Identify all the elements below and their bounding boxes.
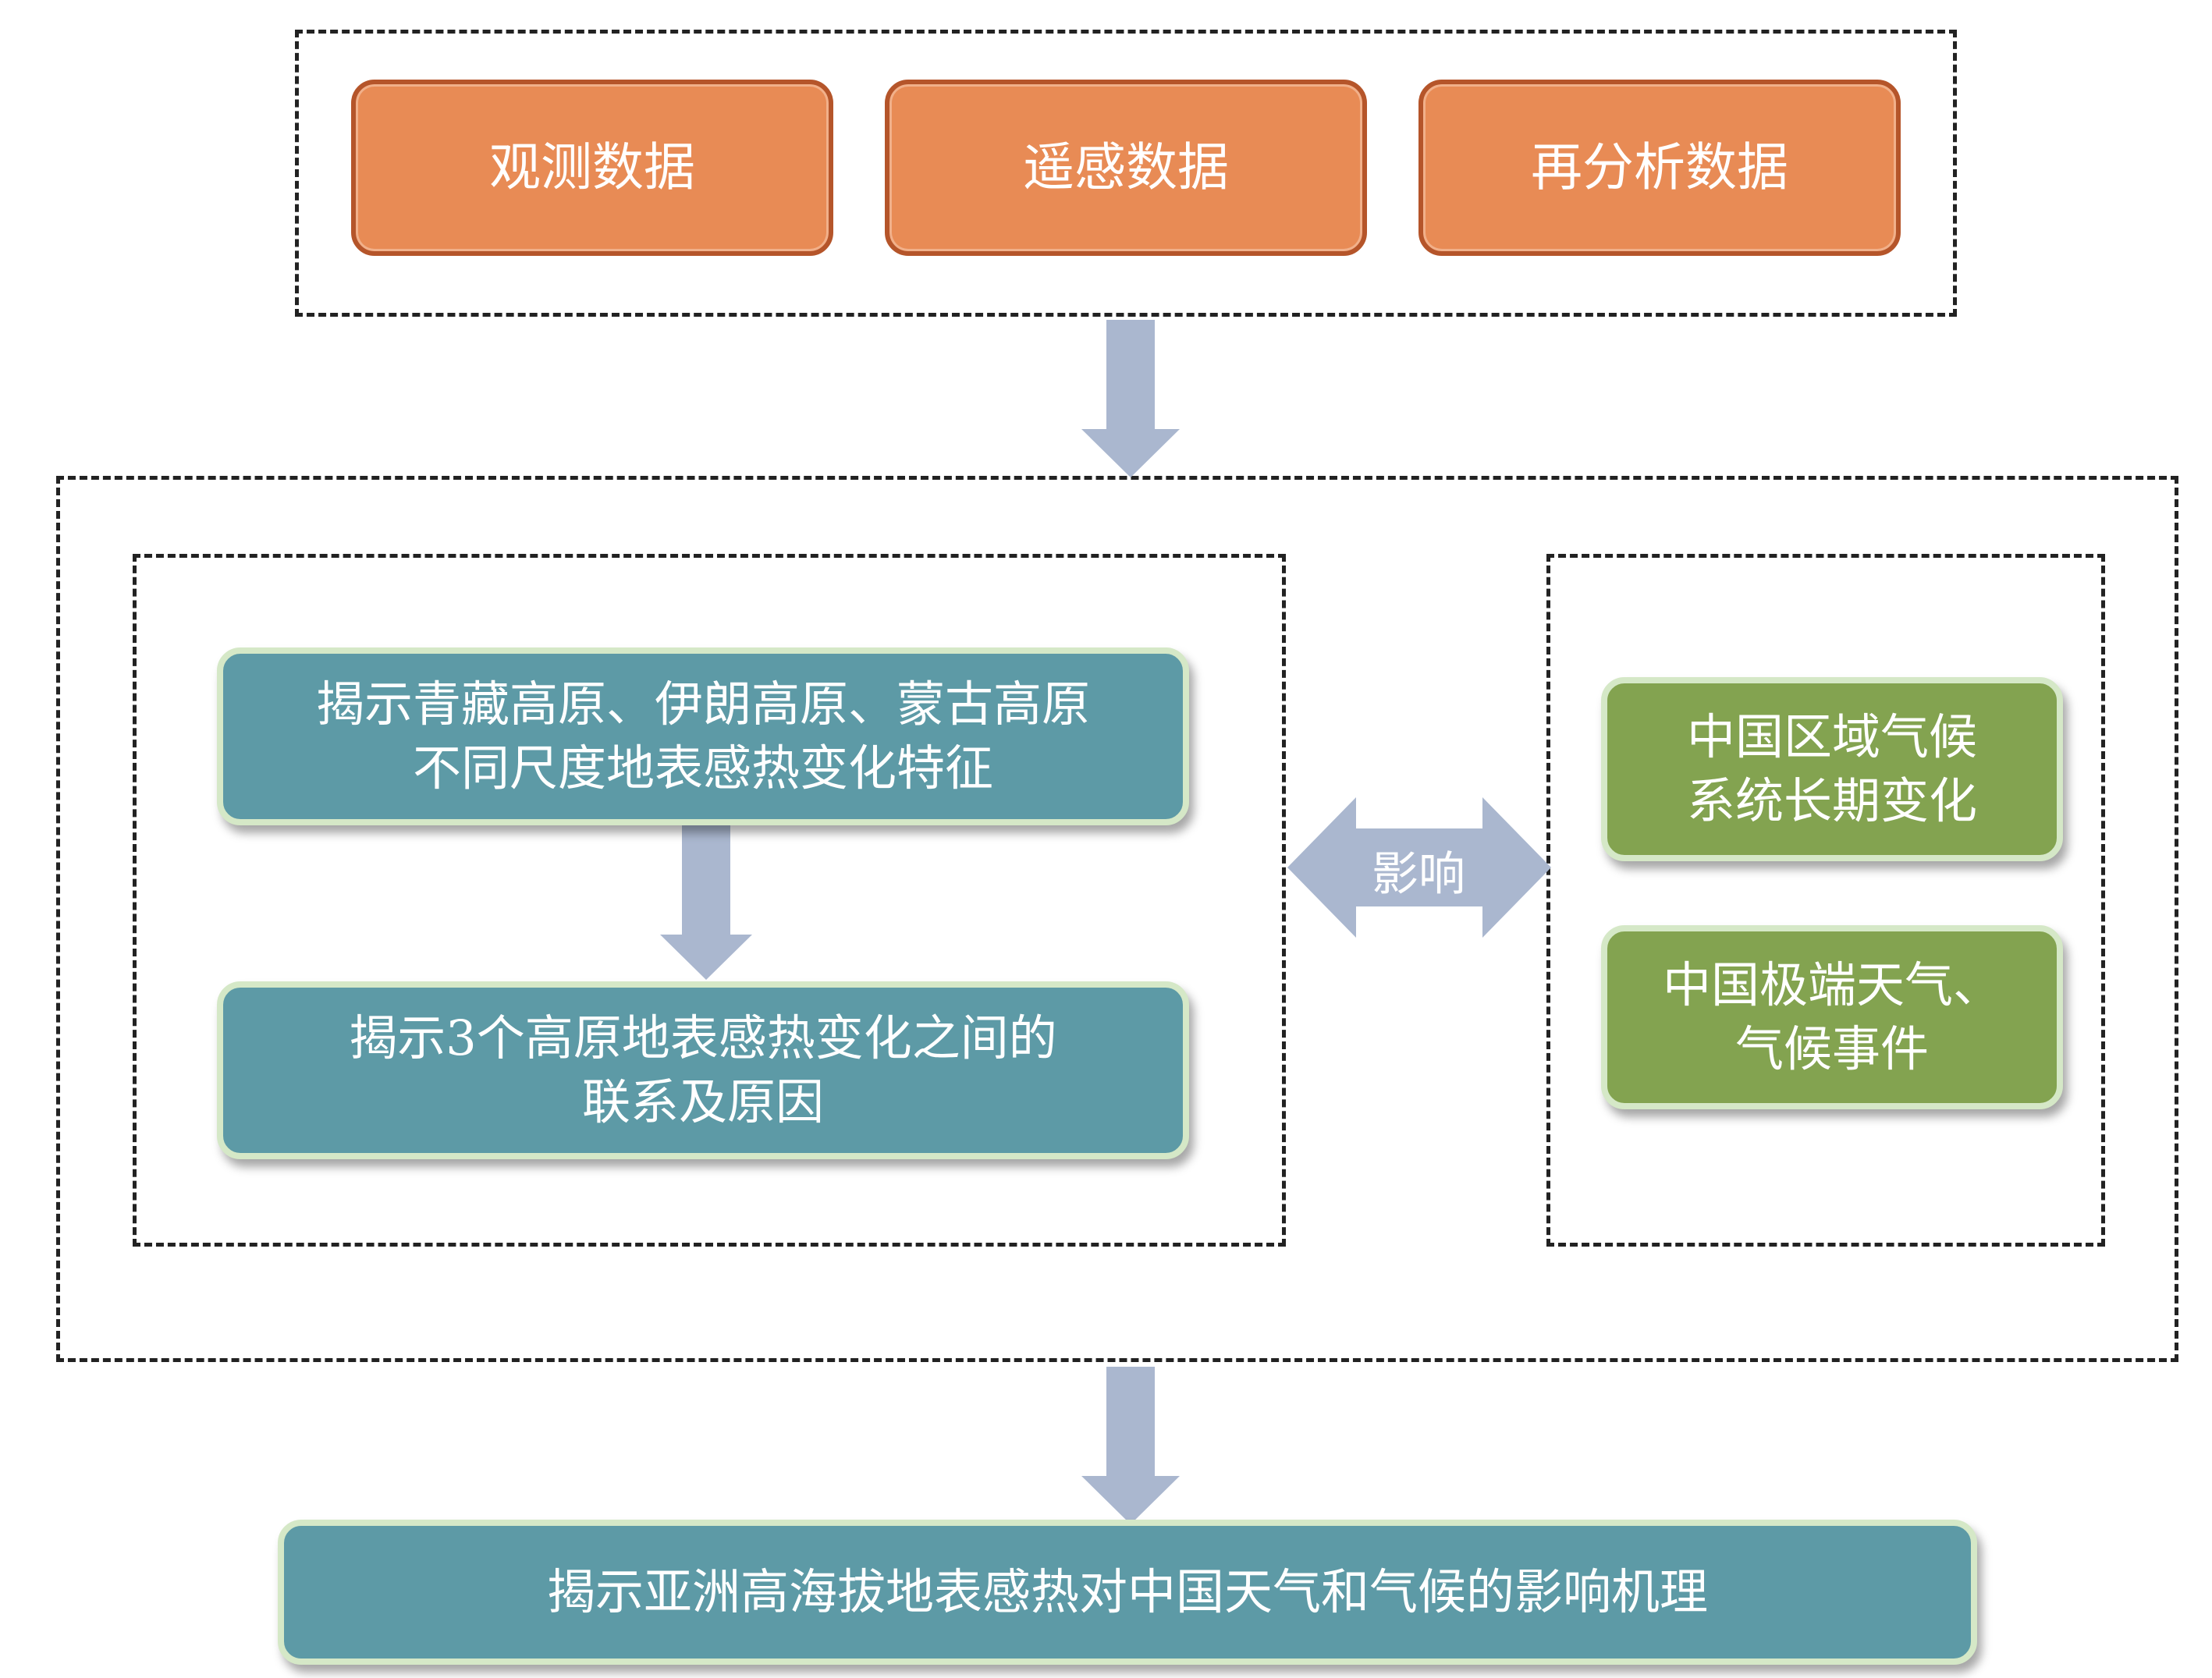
observation-data-label: 观测数据 bbox=[489, 137, 695, 198]
plateau-characteristics-box: 揭示青藏高原、伊朗高原、蒙古高原 不同尺度地表感热变化特征 bbox=[217, 647, 1189, 825]
plateau-linkage-box: 揭示3个高原地表感热变化之间的 联系及原因 bbox=[217, 981, 1189, 1159]
conclusion-label: 揭示亚洲高海拔地表感热对中国天气和气候的影响机理 bbox=[546, 1563, 1708, 1621]
remote-sensing-data-label: 遥感数据 bbox=[1023, 137, 1229, 198]
extreme-events-box: 中国极端天气、 气候事件 bbox=[1601, 925, 2063, 1109]
arrow-down-icon-2 bbox=[660, 825, 752, 980]
plateau-characteristics-line1: 揭示青藏高原、伊朗高原、蒙古高原 bbox=[315, 676, 1090, 733]
china-climate-frame bbox=[1546, 554, 2105, 1247]
plateau-linkage-line1: 揭示3个高原地表感热变化之间的 bbox=[349, 1009, 1057, 1067]
remote-sensing-data-box: 遥感数据 bbox=[885, 80, 1367, 256]
influence-label: 影响 bbox=[1372, 847, 1465, 902]
extreme-events-line1: 中国极端天气、 bbox=[1662, 956, 2001, 1014]
arrow-down-icon-3 bbox=[1081, 1367, 1180, 1524]
observation-data-box: 观测数据 bbox=[351, 80, 833, 256]
regional-climate-box: 中国区域气候 系统长期变化 bbox=[1601, 677, 2063, 861]
double-arrow-icon bbox=[1287, 797, 1551, 938]
regional-climate-line2: 系统长期变化 bbox=[1686, 772, 1977, 829]
arrow-down-icon-1 bbox=[1081, 320, 1180, 477]
data-sources-frame bbox=[295, 30, 1957, 317]
reanalysis-data-box: 再分析数据 bbox=[1418, 80, 1901, 256]
conclusion-box: 揭示亚洲高海拔地表感热对中国天气和气候的影响机理 bbox=[278, 1520, 1977, 1665]
plateau-linkage-line2: 联系及原因 bbox=[581, 1073, 824, 1130]
plateau-frame bbox=[133, 554, 1286, 1247]
research-frame bbox=[56, 476, 2178, 1362]
plateau-characteristics-line2: 不同尺度地表感热变化特征 bbox=[412, 740, 993, 796]
reanalysis-data-label: 再分析数据 bbox=[1531, 137, 1788, 198]
extreme-events-line2: 气候事件 bbox=[1734, 1020, 1929, 1077]
regional-climate-line1: 中国区域气候 bbox=[1686, 708, 1977, 766]
